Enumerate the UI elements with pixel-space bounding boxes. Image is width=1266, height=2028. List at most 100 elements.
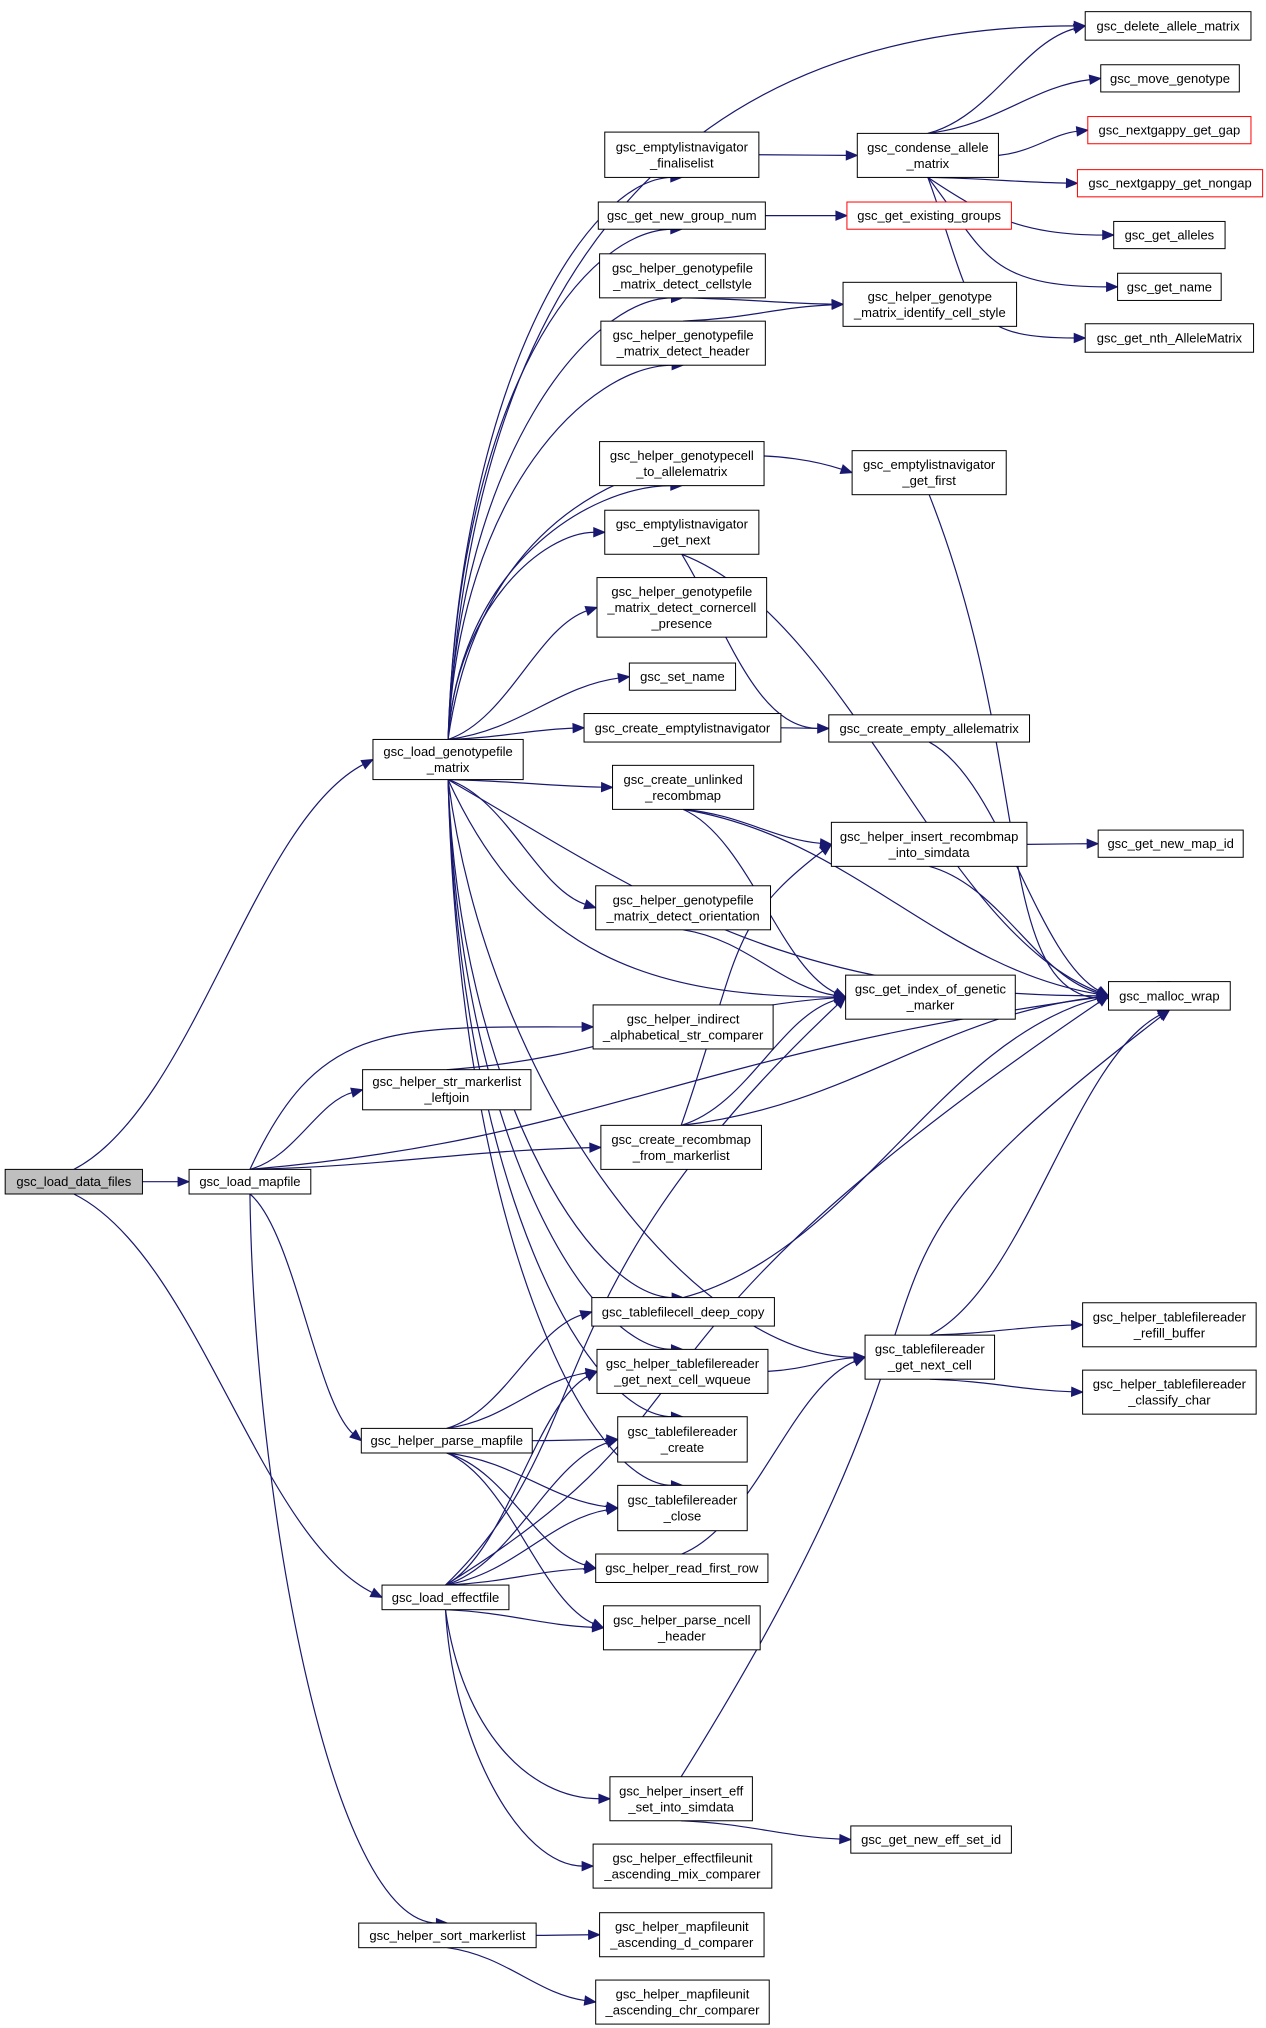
node-create-empty-allelematrix[interactable]: gsc_create_empty_allelematrix <box>828 714 1031 743</box>
call-edge <box>536 1929 601 1941</box>
node-label: gsc_helper_tablefilereader <box>1093 1309 1247 1324</box>
node-label: gsc_helper_mapfileunit <box>616 1987 750 2002</box>
node-box <box>362 1069 532 1111</box>
node-helper-str-markerlist-leftjoin[interactable]: gsc_helper_str_markerlist_leftjoin <box>362 1069 532 1111</box>
node-create-recombmap-from-markerlist[interactable]: gsc_create_recombmap_from_markerlist <box>600 1124 762 1170</box>
node-get-nth-AlleleMatrix[interactable]: gsc_get_nth_AlleleMatrix <box>1084 323 1255 353</box>
node-label: _get_next_cell_wqueue <box>613 1372 751 1387</box>
node-label: _ascending_mix_comparer <box>603 1867 761 1882</box>
node-helper-parse-ncell-header[interactable]: gsc_helper_parse_ncell_header <box>602 1605 761 1651</box>
node-helper-genotypefile-matrix-detect-header[interactable]: gsc_helper_genotypefile_matrix_detect_he… <box>600 320 766 366</box>
node-get-name[interactable]: gsc_get_name <box>1117 272 1222 301</box>
node-get-new-map-id[interactable]: gsc_get_new_map_id <box>1097 829 1244 858</box>
edge-line <box>447 609 588 741</box>
node-box <box>596 1348 769 1394</box>
node-emptylistnavigator-get-next[interactable]: gsc_emptylistnavigator_get_next <box>604 509 760 555</box>
node-tablefilereader-close[interactable]: gsc_tablefilereader_close <box>617 1484 748 1532</box>
node-set-name[interactable]: gsc_set_name <box>628 662 737 691</box>
node-label: _matrix <box>426 760 470 775</box>
node-get-existing-groups[interactable]: gsc_get_existing_groups <box>846 201 1012 230</box>
node-helper-mapfileunit-ascending-d-comparer[interactable]: gsc_helper_mapfileunit_ascending_d_compa… <box>599 1912 765 1958</box>
node-label: gsc_helper_insert_recombmap <box>840 829 1018 844</box>
edge-line <box>532 1438 608 1442</box>
node-helper-genotypefile-matrix-detect-cellstyle[interactable]: gsc_helper_genotypefile_matrix_detect_ce… <box>599 253 766 299</box>
node-load-effectfile[interactable]: gsc_load_effectfile <box>381 1584 510 1611</box>
edge-line <box>929 865 1100 994</box>
arrowhead-icon <box>583 1563 598 1574</box>
node-helper-indirect-alphabetical-str-comparer[interactable]: gsc_helper_indirect_alphabetical_str_com… <box>592 1004 774 1050</box>
node-box <box>1084 11 1252 41</box>
node-helper-genotypefile-matrix-detect-cornercell-presence[interactable]: gsc_helper_genotypefile_matrix_detect_co… <box>596 577 768 638</box>
edge-line <box>447 779 587 906</box>
node-label: _matrix_detect_orientation <box>606 908 760 923</box>
call-edge <box>927 23 1087 134</box>
node-get-alleles[interactable]: gsc_get_alleles <box>1113 220 1226 250</box>
node-box <box>864 1334 996 1380</box>
edge-line <box>444 1609 584 1867</box>
edge-line <box>681 1820 841 1840</box>
node-label: gsc_emptylistnavigator <box>616 517 749 532</box>
arrowhead-icon <box>831 299 845 311</box>
node-tablefilereader-get-next-cell[interactable]: gsc_tablefilereader_get_next_cell <box>864 1334 996 1380</box>
node-box <box>1082 1369 1257 1415</box>
node-helper-tablefilereader-refill-buffer[interactable]: gsc_helper_tablefilereader_refill_buffer <box>1082 1302 1257 1348</box>
node-box <box>830 821 1028 867</box>
edge-line <box>445 1375 589 1586</box>
node-helper-sort-markerlist[interactable]: gsc_helper_sort_markerlist <box>358 1922 537 1949</box>
node-helper-insert-eff-set-into-simdata[interactable]: gsc_helper_insert_eff_set_into_simdata <box>609 1776 753 1822</box>
node-emptylistnavigator-finaliselist[interactable]: gsc_emptylistnavigator_finaliselist <box>604 131 760 178</box>
node-condense-allele-matrix[interactable]: gsc_condense_allele_matrix <box>856 132 999 178</box>
node-nextgappy-get-nongap[interactable]: gsc_nextgappy_get_nongap <box>1076 169 1264 198</box>
node-helper-parse-mapfile[interactable]: gsc_helper_parse_mapfile <box>360 1427 533 1454</box>
node-helper-mapfileunit-ascending-chr-comparer[interactable]: gsc_helper_mapfileunit_ascending_chr_com… <box>595 1979 770 2025</box>
node-emptylistnavigator-get-first[interactable]: gsc_emptylistnavigator_get_first <box>851 450 1007 496</box>
node-box <box>1097 829 1244 858</box>
node-tablefilecell-deep-copy[interactable]: gsc_tablefilecell_deep_copy <box>591 1297 775 1327</box>
node-box <box>1084 323 1255 353</box>
node-box <box>1100 64 1240 93</box>
node-helper-tablefilereader-classify-char[interactable]: gsc_helper_tablefilereader_classify_char <box>1082 1369 1257 1415</box>
node-malloc-wrap[interactable]: gsc_malloc_wrap <box>1108 981 1231 1011</box>
node-box <box>1076 169 1264 198</box>
edge-line <box>1026 843 1089 845</box>
call-edge <box>249 1087 364 1170</box>
node-label: _leftjoin <box>423 1090 469 1105</box>
node-helper-genotypecell-to-allelematrix[interactable]: gsc_helper_genotypecell_to_allelematrix <box>599 441 765 487</box>
node-get-new-group-num[interactable]: gsc_get_new_group_num <box>597 201 766 230</box>
arrowhead-icon <box>605 1437 619 1448</box>
node-box <box>850 1825 1012 1854</box>
node-helper-effectfileunit-ascending-mix-comparer[interactable]: gsc_helper_effectfileunit_ascending_mix_… <box>592 1843 773 1889</box>
call-edge <box>445 1609 605 1633</box>
node-helper-genotypefile-matrix-detect-orientation[interactable]: gsc_helper_genotypefile_matrix_detect_or… <box>595 885 772 931</box>
node-helper-tablefilereader-get-next-cell-wqueue[interactable]: gsc_helper_tablefilereader_get_next_cell… <box>596 1348 769 1394</box>
arrowhead-icon <box>835 210 849 221</box>
node-label: gsc_load_genotypefile <box>383 744 512 759</box>
node-box <box>360 1427 533 1454</box>
node-delete-allele-matrix[interactable]: gsc_delete_allele_matrix <box>1084 11 1252 41</box>
node-get-index-of-genetic-marker[interactable]: gsc_get_index_of_genetic_marker <box>845 974 1016 1020</box>
node-nextgappy-get-gap[interactable]: gsc_nextgappy_get_gap <box>1087 116 1252 145</box>
arrowhead-icon <box>588 1929 601 1941</box>
node-box <box>1117 272 1222 301</box>
node-tablefilereader-create[interactable]: gsc_tablefilereader_create <box>617 1416 748 1463</box>
call-edge <box>444 1609 612 1804</box>
node-get-new-eff-set-id[interactable]: gsc_get_new_eff_set_id <box>850 1825 1012 1854</box>
arrowhead-icon <box>617 672 631 684</box>
node-helper-read-first-row[interactable]: gsc_helper_read_first_row <box>595 1553 769 1583</box>
arrowhead-icon <box>591 1622 605 1633</box>
node-load-data-files[interactable]: gsc_load_data_files <box>4 1168 143 1195</box>
node-label: gsc_create_emptylistnavigator <box>595 720 771 735</box>
node-box <box>596 577 768 638</box>
edge-line <box>445 1609 594 1628</box>
node-helper-genotype-matrix-identify-cell-style[interactable]: gsc_helper_genotype_matrix_identify_cell… <box>842 281 1018 327</box>
node-create-emptylistnavigator[interactable]: gsc_create_emptylistnavigator <box>583 713 782 743</box>
arrowhead-icon <box>584 606 599 616</box>
node-create-unlinked-recombmap[interactable]: gsc_create_unlinked_recombmap <box>612 764 755 810</box>
node-load-mapfile[interactable]: gsc_load_mapfile <box>188 1168 312 1195</box>
arrowhead-icon <box>581 1021 595 1033</box>
node-helper-insert-recombmap-into-simdata[interactable]: gsc_helper_insert_recombmap_into_simdata <box>830 821 1028 867</box>
node-move-genotype[interactable]: gsc_move_genotype <box>1100 64 1240 93</box>
node-box <box>600 320 766 366</box>
node-load-genotypefile-matrix[interactable]: gsc_load_genotypefile_matrix <box>372 738 524 781</box>
call-edge <box>444 1609 595 1872</box>
